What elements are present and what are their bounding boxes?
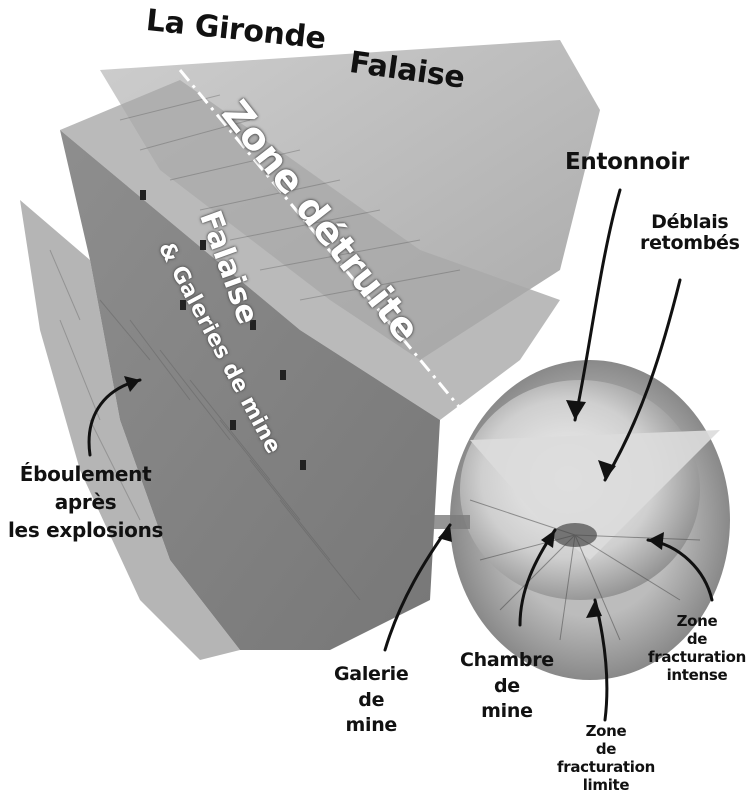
- zone-intense-line-4: intense: [648, 666, 746, 684]
- zone-limite-label: Zone de fracturation limite: [557, 722, 655, 794]
- galerie-line-2: de: [334, 688, 409, 714]
- zone-limite-line-1: Zone: [557, 722, 655, 740]
- deblais-label: Déblais retombés: [640, 212, 740, 255]
- galerie-line-3: mine: [334, 713, 409, 739]
- eboulement-label: Éboulement après les explosions: [8, 460, 163, 544]
- zone-limite-line-2: de: [557, 740, 655, 758]
- chambre-line-3: mine: [460, 699, 554, 725]
- zone-limite-line-4: limite: [557, 776, 655, 794]
- chambre-line-1: Chambre: [460, 648, 554, 674]
- galerie-line-1: Galerie: [334, 662, 409, 688]
- chambre-label: Chambre de mine: [460, 648, 554, 725]
- galerie-label: Galerie de mine: [334, 662, 409, 739]
- entonnoir-label: Entonnoir: [565, 150, 689, 176]
- deblais-line-2: retombés: [640, 233, 740, 254]
- zone-intense-line-2: de: [648, 630, 746, 648]
- zone-limite-line-3: fracturation: [557, 758, 655, 776]
- eboulement-line-1: Éboulement: [8, 460, 163, 488]
- deblais-line-1: Déblais: [640, 212, 740, 233]
- eboulement-line-3: les explosions: [8, 516, 163, 544]
- eboulement-line-2: après: [8, 488, 163, 516]
- zone-intense-line-1: Zone: [648, 612, 746, 630]
- galerie-tunnel: [410, 515, 470, 529]
- zone-intense-label: Zone de fracturation intense: [648, 612, 746, 684]
- zone-intense-line-3: fracturation: [648, 648, 746, 666]
- chambre-line-2: de: [460, 674, 554, 700]
